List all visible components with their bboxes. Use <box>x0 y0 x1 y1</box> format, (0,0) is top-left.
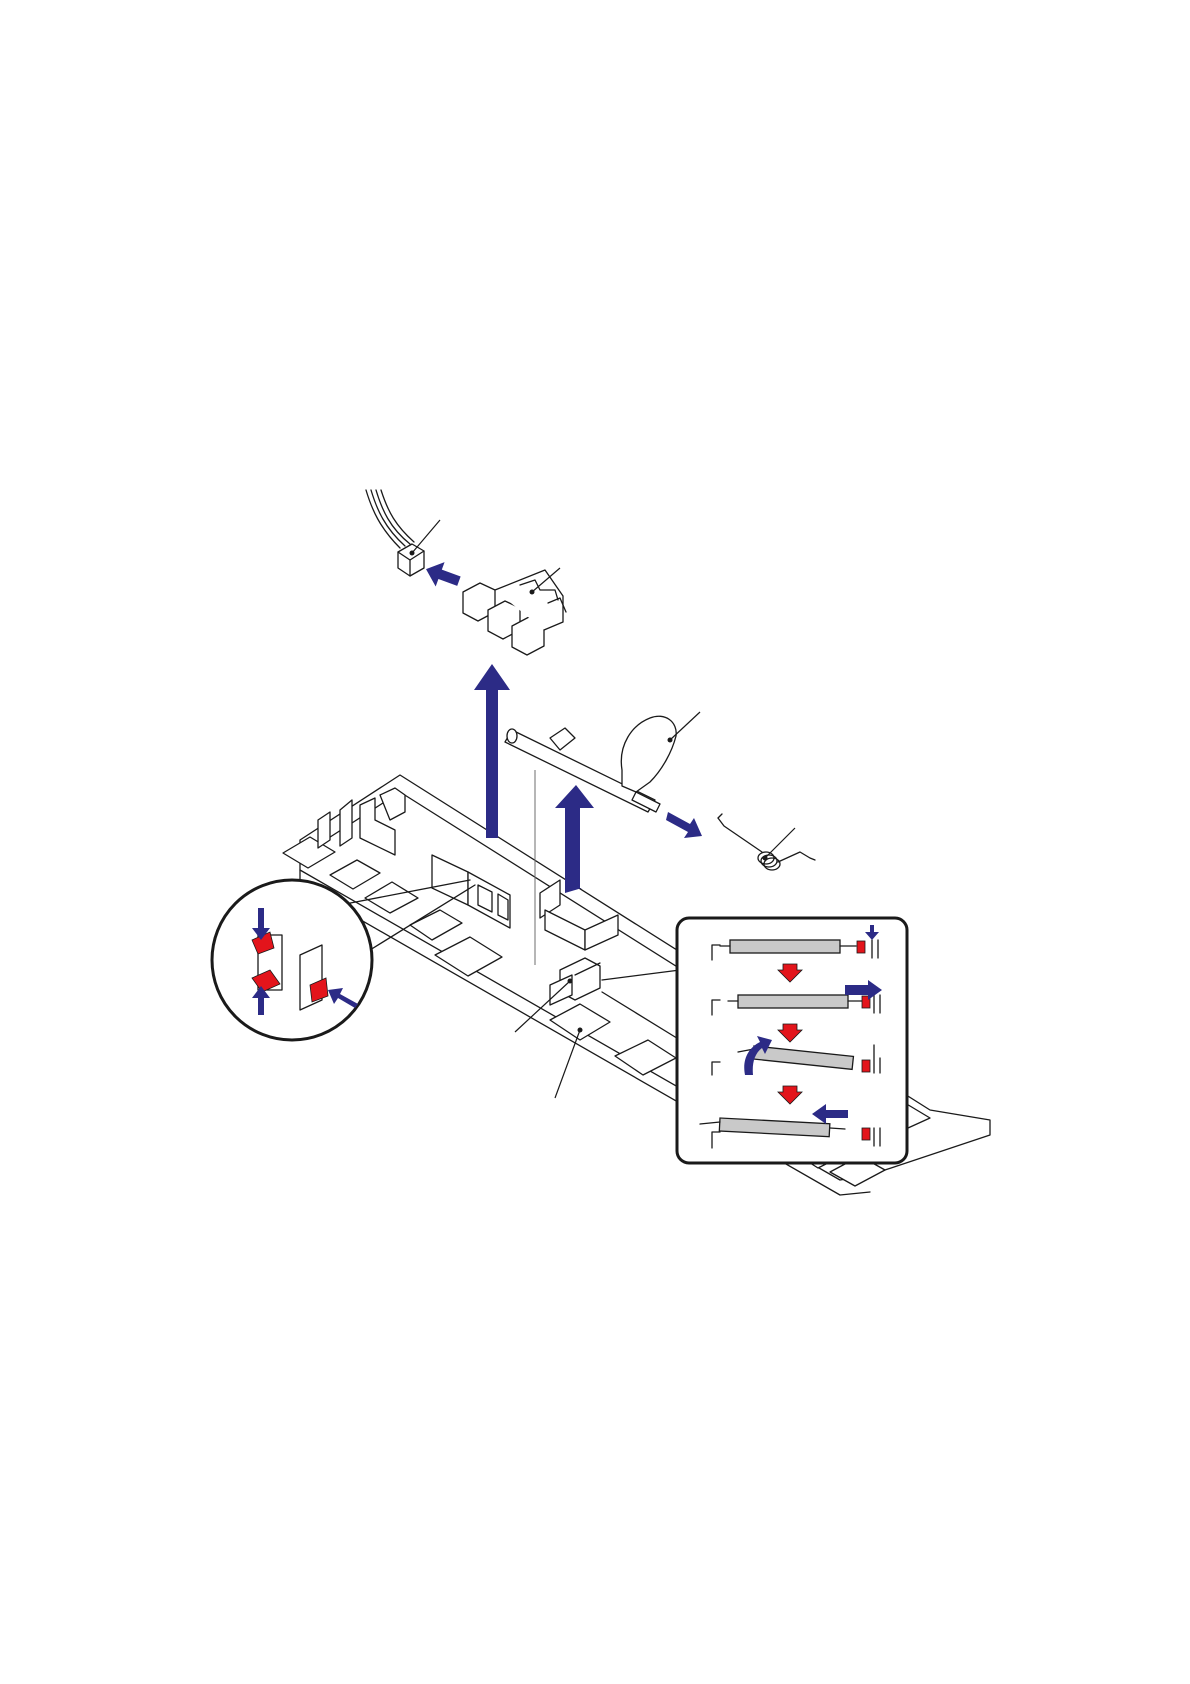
torsion-spring <box>718 814 815 870</box>
right-arrow-icon <box>666 812 702 838</box>
sensor-actuator-shaft <box>505 712 700 812</box>
sensor-holder <box>463 568 566 655</box>
up-arrow-icon <box>474 664 510 838</box>
left-arrow-icon <box>422 557 464 593</box>
connector-with-harness <box>366 490 440 576</box>
